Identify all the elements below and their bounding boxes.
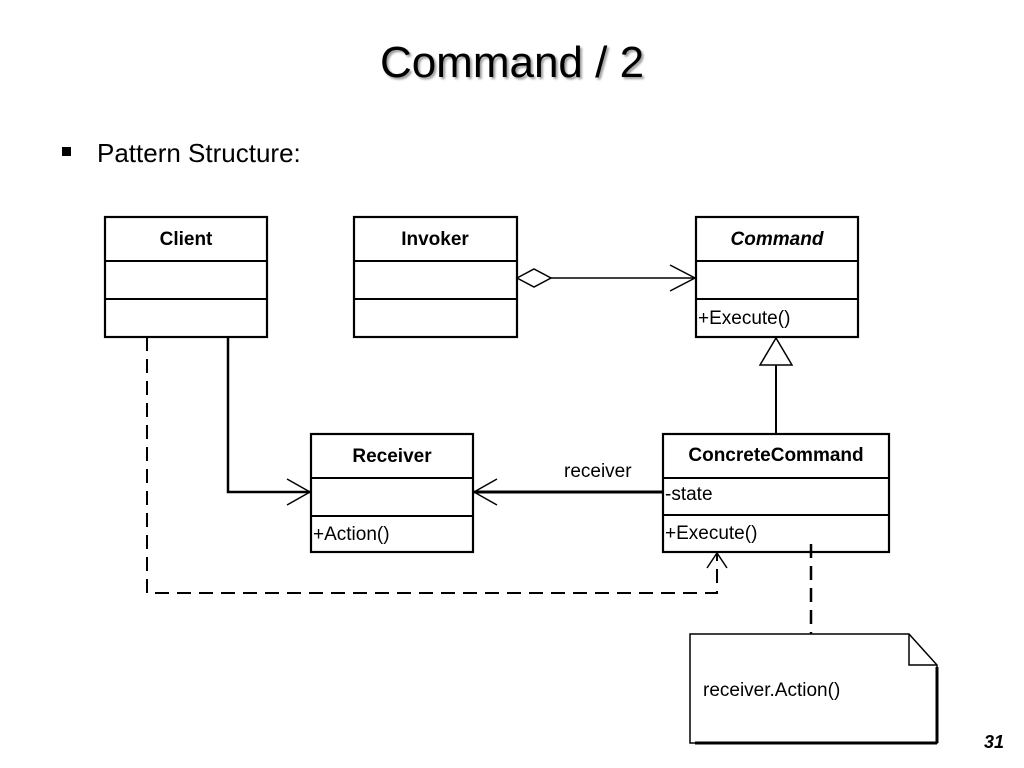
slide-title: Command / 2: [379, 38, 645, 87]
class-client: Client: [103, 215, 269, 339]
page-number: 31: [983, 732, 1004, 752]
class-concrete-command: ConcreteCommand -state +Execute(): [661, 432, 891, 554]
note-folded-corner-icon: [908, 634, 937, 666]
dependency-client-concrete: [146, 337, 728, 594]
inheritance-triangle-icon: [758, 336, 794, 366]
class-concrete-command-operation: +Execute(): [665, 523, 757, 544]
aggregation-diamond-icon: [515, 268, 553, 288]
class-concrete-command-attribute: -state: [665, 484, 713, 505]
class-receiver-operation: +Action(): [313, 524, 390, 545]
note-receiver-action: receiver.Action(): [689, 633, 939, 745]
class-receiver: Receiver +Action(): [309, 432, 475, 554]
generalization-concrete-to-command: [758, 336, 794, 434]
class-client-name: Client: [160, 229, 213, 250]
class-concrete-command-name: ConcreteCommand: [688, 445, 863, 466]
aggregation-invoker-command: [515, 264, 697, 292]
class-command-operation: +Execute(): [698, 308, 790, 329]
open-arrowhead-icon: [286, 478, 312, 506]
association-client-receiver: [226, 337, 312, 506]
open-arrowhead-icon: [669, 264, 697, 292]
square-bullet-icon: [62, 146, 71, 156]
open-arrowhead-icon: [706, 551, 728, 569]
class-receiver-name: Receiver: [352, 446, 432, 467]
bullet-text: Pattern Structure:: [97, 138, 301, 168]
class-command-name: Command: [731, 229, 824, 250]
class-command: Command +Execute(): [694, 215, 860, 339]
association-role-label: receiver: [564, 461, 632, 482]
open-arrowhead-icon: [472, 478, 498, 506]
association-concrete-receiver: receiver: [472, 461, 663, 506]
note-text: receiver.Action(): [703, 680, 840, 701]
class-invoker: Invoker: [352, 215, 519, 339]
class-invoker-name: Invoker: [401, 229, 469, 250]
bullet-item: Pattern Structure:: [62, 138, 301, 169]
